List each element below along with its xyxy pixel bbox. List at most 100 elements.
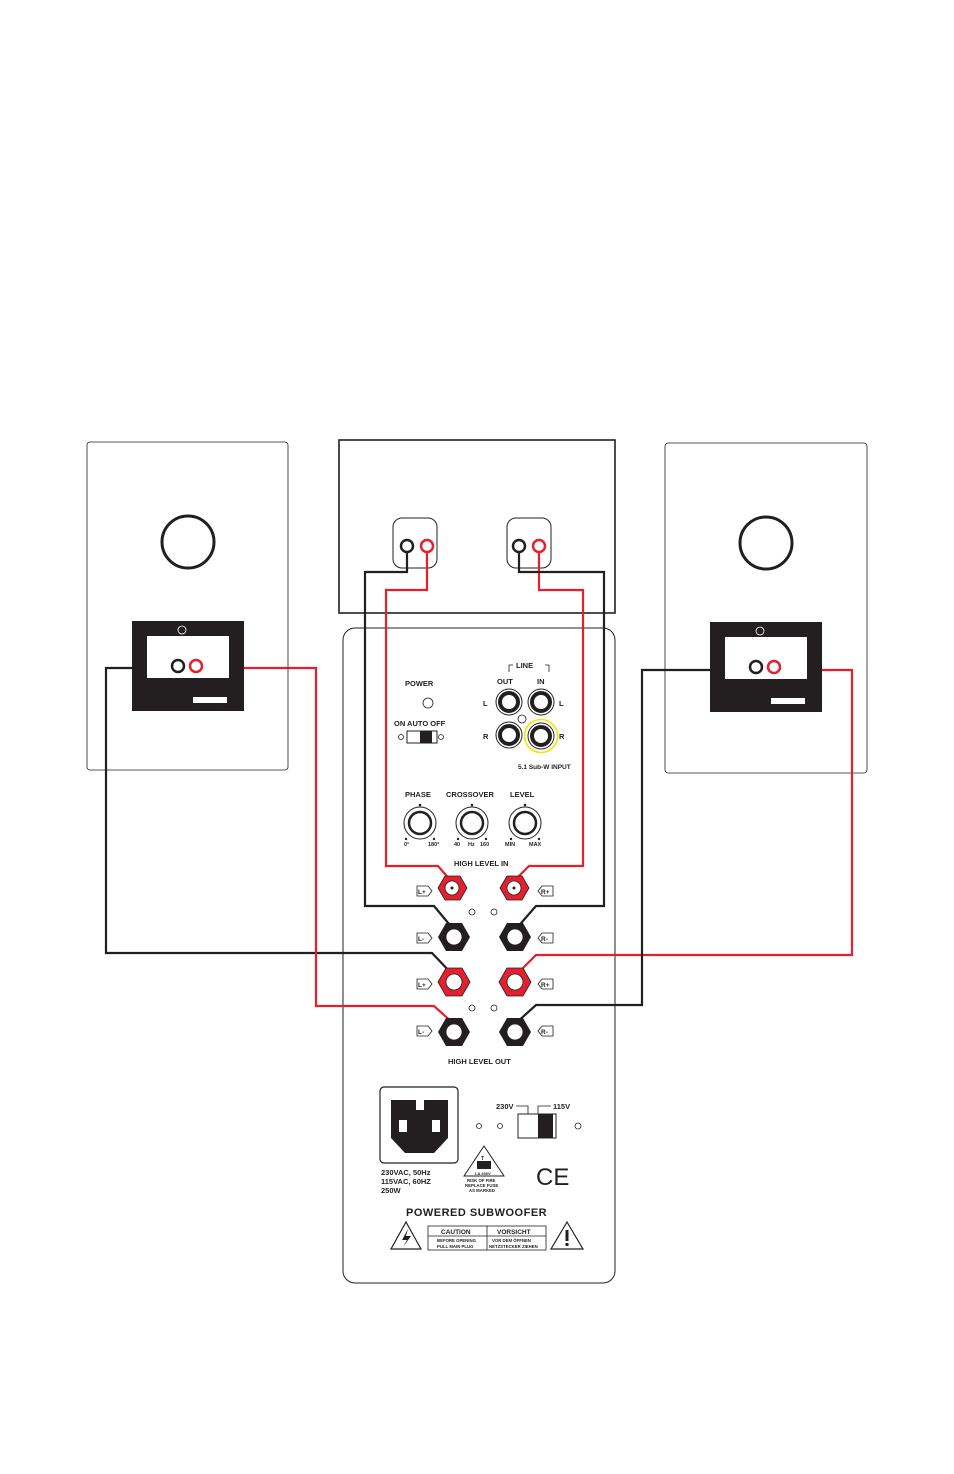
high-level-in-label: HIGH LEVEL IN xyxy=(454,859,508,868)
fuse-warning-triangle-icon xyxy=(463,1145,505,1177)
high-out-r-minus-post[interactable] xyxy=(499,1018,531,1046)
fuse-warning-line-2: REPLACE FUSE xyxy=(465,1183,498,1188)
high-out-screw-left-icon xyxy=(468,1004,476,1012)
wire-amp-left-black xyxy=(363,552,455,931)
level-knob[interactable] xyxy=(508,806,542,840)
right-speaker-black-terminal[interactable] xyxy=(748,659,764,675)
line-out-label: OUT xyxy=(497,677,513,686)
left-licensed-label: Licensed by xyxy=(158,627,182,632)
line-out-r-jack[interactable] xyxy=(495,721,523,749)
right-brand-label: DiAural xyxy=(774,626,803,635)
fuse-warning-line-1: RISK OF FIRE xyxy=(467,1178,496,1183)
high-in-r-plus-post[interactable] xyxy=(499,875,530,901)
sub-input-label: 5.1 Sub-W INPUT xyxy=(518,764,571,771)
line-in-l-jack[interactable] xyxy=(527,688,555,716)
right-maker-label: AFGRIGM xyxy=(714,697,735,702)
voltage-115-label: 115V xyxy=(553,1102,570,1111)
left-speaker-cabinet xyxy=(86,441,289,771)
tag-out-l-minus: L- xyxy=(418,1029,424,1036)
left-speaker-plate: Licensed by DiAural AFGRIGM Made in Chin… xyxy=(132,621,244,711)
line-in-label: IN xyxy=(537,677,545,686)
amp-right-black-terminal[interactable] xyxy=(511,538,527,554)
amp-left-red-terminal[interactable] xyxy=(419,538,435,554)
high-in-r-minus-post[interactable] xyxy=(499,923,531,951)
tag-in-r-minus: R- xyxy=(541,936,548,943)
switch-label: ON AUTO OFF xyxy=(394,719,446,728)
iec-power-socket[interactable] xyxy=(379,1086,459,1164)
fuse-rating-label: LA 250V xyxy=(475,1171,491,1176)
amp-left-black-terminal[interactable] xyxy=(399,538,415,554)
fuse-type-label: T xyxy=(481,1156,484,1162)
spec-line-3: 250W xyxy=(381,1186,402,1195)
high-in-screw-right-icon xyxy=(490,908,498,916)
phase-min-label: 0° xyxy=(404,842,409,848)
level-min-label: MIN xyxy=(505,842,515,848)
socket-screw-icon xyxy=(476,1123,482,1129)
caution-box xyxy=(427,1225,547,1251)
wire-amp-left-red xyxy=(384,552,453,883)
line-in-r-jack[interactable] xyxy=(527,722,555,750)
amp-right-red-terminal[interactable] xyxy=(531,538,547,554)
caution-en-line-1: BEFORE OPENING xyxy=(437,1238,477,1243)
wire-left-speaker-black xyxy=(104,666,453,975)
crossover-label: CROSSOVER xyxy=(446,790,495,799)
line-out-l-jack[interactable] xyxy=(495,688,523,716)
wire-amp-right-red xyxy=(512,552,585,883)
voltage-screw-right-icon xyxy=(574,1122,582,1130)
high-out-screw-right-icon xyxy=(490,1004,498,1012)
wire-left-speaker-red xyxy=(244,666,455,1025)
right-licensed-label: Licensed by xyxy=(736,628,760,633)
wires xyxy=(104,552,854,1025)
shock-warning-icon xyxy=(389,1220,423,1250)
line-out-r-label: R xyxy=(483,732,489,741)
left-origin-label: Made in China xyxy=(197,707,218,711)
right-speaker-port-icon xyxy=(738,515,794,571)
caution-de-title: VORSICHT xyxy=(497,1229,531,1236)
left-speaker-red-terminal[interactable] xyxy=(188,658,204,674)
phase-max-label: 180° xyxy=(428,842,439,848)
caution-de-line-2: NETZSTECKER ZIEHEN xyxy=(489,1244,538,1249)
caution-en-line-2: PULL MAIN PLUG xyxy=(437,1244,474,1249)
amp-right-output xyxy=(506,517,552,569)
high-out-l-minus-post[interactable] xyxy=(438,1018,470,1046)
right-brand-logo-icon xyxy=(755,626,765,636)
voltage-230-label: 230V xyxy=(496,1102,514,1111)
amplifier-box xyxy=(338,439,616,614)
phase-label: PHASE xyxy=(405,790,431,799)
level-max-label: MAX xyxy=(529,842,542,848)
right-speaker-red-terminal[interactable] xyxy=(766,659,782,675)
caution-de-line-1: VOR DEM ÖFFNEN xyxy=(492,1238,531,1243)
left-speaker-port-icon xyxy=(160,514,216,570)
high-in-l-plus-post[interactable] xyxy=(437,875,468,901)
line-jack-screw-icon xyxy=(517,714,527,724)
left-maker-label: AFGRIGM xyxy=(136,696,157,701)
tag-out-l-plus: L+ xyxy=(418,982,426,989)
left-speaker-black-terminal[interactable] xyxy=(170,658,186,674)
spec-line-1: 230VAC, 50Hz xyxy=(381,1168,431,1177)
left-brand-logo-icon xyxy=(177,625,187,635)
left-brand-label: DiAural xyxy=(196,625,225,634)
high-out-r-plus-post[interactable] xyxy=(498,967,532,997)
caution-en-title: CAUTION xyxy=(441,1229,471,1236)
tag-in-l-minus: L- xyxy=(418,936,424,943)
amp-left-output xyxy=(392,517,438,569)
voltage-selector-switch[interactable] xyxy=(517,1113,557,1139)
terminal-tags xyxy=(416,885,554,1037)
sub-input-highlight xyxy=(523,718,559,754)
high-out-l-plus-post[interactable] xyxy=(437,967,471,997)
high-in-l-minus-post[interactable] xyxy=(438,923,470,951)
crossover-min-label: 40 xyxy=(454,842,460,848)
line-in-r-label: R xyxy=(559,732,565,741)
product-name: POWERED SUBWOOFER xyxy=(406,1207,547,1219)
fuse-warning-line-3: AS MARKED xyxy=(469,1188,495,1193)
line-out-l-label: L xyxy=(483,699,488,708)
right-origin-label: Made in China xyxy=(775,708,796,712)
general-warning-icon xyxy=(549,1220,585,1250)
crossover-knob[interactable] xyxy=(455,806,489,840)
phase-knob[interactable] xyxy=(403,806,437,840)
line-in-l-label: L xyxy=(559,699,564,708)
power-led-icon xyxy=(422,697,434,709)
auto-power-switch[interactable] xyxy=(398,730,444,744)
high-level-out-label: HIGH LEVEL OUT xyxy=(448,1057,511,1066)
